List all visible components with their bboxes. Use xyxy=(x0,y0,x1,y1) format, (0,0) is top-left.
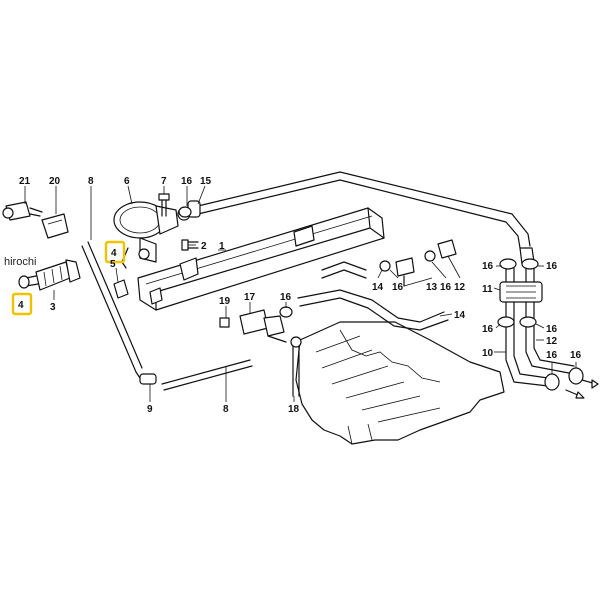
callout-5: 5 xyxy=(110,259,116,270)
fuel-injector xyxy=(18,259,81,291)
clamp-16-top xyxy=(178,206,192,218)
connector-plug-20 xyxy=(41,213,69,239)
callout-7: 7 xyxy=(161,176,167,187)
callout-1: 1 xyxy=(219,241,225,252)
fuel-rail xyxy=(137,207,385,311)
hose-14 xyxy=(297,261,449,331)
callout-4-left: 4 xyxy=(18,300,24,311)
callout-16-mid: 16 xyxy=(280,292,292,303)
callout-4-top: 4 xyxy=(111,248,117,259)
bolt-19 xyxy=(219,317,230,328)
callout-11: 11 xyxy=(482,284,493,295)
callout-6: 6 xyxy=(124,176,130,187)
callout-12-upper: 12 xyxy=(454,282,466,293)
callout-16-e: 16 xyxy=(482,261,494,272)
callout-labels: 21 20 8 6 7 16 15 4 2 1 5 4 3 19 17 16 9… xyxy=(11,176,582,415)
callout-16-top: 16 xyxy=(181,176,193,187)
clamp-16-r2 xyxy=(424,250,436,262)
callout-16-j: 16 xyxy=(570,350,582,361)
fuel-lines-right xyxy=(497,258,599,399)
callout-15: 15 xyxy=(200,176,212,187)
vacuum-hose-8 xyxy=(81,241,253,391)
callout-8-top: 8 xyxy=(88,176,94,187)
callout-18: 18 xyxy=(288,404,300,415)
callout-9: 9 xyxy=(147,404,153,415)
callout-14-upper: 14 xyxy=(372,282,384,293)
temperature-sensor-17 xyxy=(239,309,287,343)
callout-2: 2 xyxy=(201,241,207,252)
pressure-regulator xyxy=(113,201,191,269)
leader-lines xyxy=(24,185,577,402)
callout-4-highlight-top xyxy=(104,240,126,264)
callout-8-bottom: 8 xyxy=(223,404,229,415)
callout-17: 17 xyxy=(244,292,256,303)
clip-5 xyxy=(113,279,129,299)
clamp-16-r1 xyxy=(379,260,391,272)
watermark-text: hirochi xyxy=(4,256,36,268)
fitting-12 xyxy=(437,239,457,259)
wire-connector-21 xyxy=(2,201,43,221)
bolt-18 xyxy=(290,336,302,397)
tee-connector-13 xyxy=(395,257,415,287)
callout-10: 10 xyxy=(482,348,494,359)
clamp-16-mid xyxy=(279,306,293,318)
callout-19: 19 xyxy=(219,296,231,307)
callout-3: 3 xyxy=(50,302,56,313)
callout-12-lower: 12 xyxy=(546,336,558,347)
callout-21: 21 xyxy=(19,176,31,187)
intake-manifold xyxy=(295,321,505,445)
callout-16-f: 16 xyxy=(546,261,558,272)
callout-20: 20 xyxy=(49,176,61,187)
callout-16-i: 16 xyxy=(546,350,558,361)
callout-14-lower: 14 xyxy=(454,310,466,321)
callout-4-highlight-left xyxy=(11,292,33,316)
callout-16-g: 16 xyxy=(482,324,494,335)
callout-16-c: 16 xyxy=(392,282,404,293)
callout-13: 13 xyxy=(426,282,438,293)
vacuum-line-top xyxy=(187,171,535,265)
callout-16-d: 16 xyxy=(440,282,452,293)
callout-16-h: 16 xyxy=(546,324,558,335)
